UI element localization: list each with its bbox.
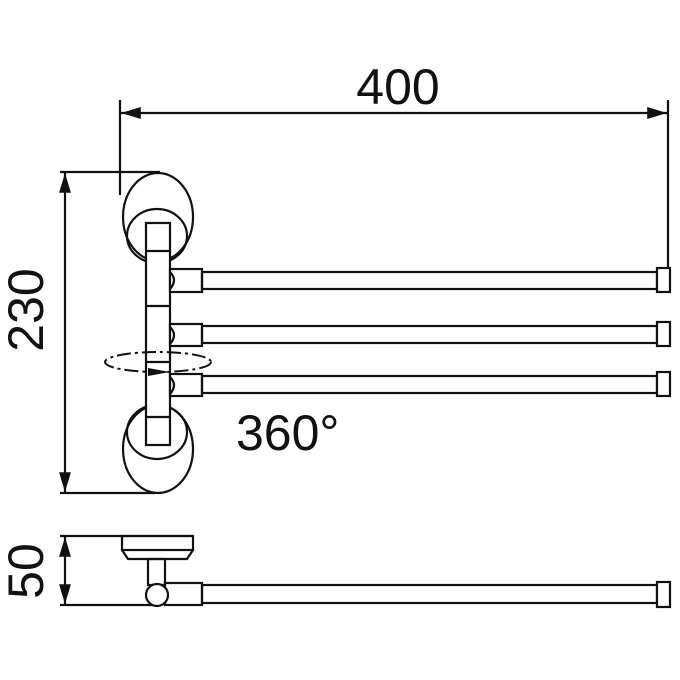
side-view — [120, 534, 672, 609]
width-dimension: 400 — [118, 59, 670, 270]
rotation-label: 360° — [236, 405, 339, 461]
arm-3 — [168, 370, 672, 398]
height-dimension: 230 — [0, 170, 160, 495]
arm-2 — [168, 320, 672, 348]
front-view: 360° — [104, 171, 672, 495]
arm-1 — [168, 266, 672, 294]
width-label: 400 — [356, 59, 439, 115]
depth-label: 50 — [0, 543, 54, 599]
height-label: 230 — [0, 268, 54, 351]
